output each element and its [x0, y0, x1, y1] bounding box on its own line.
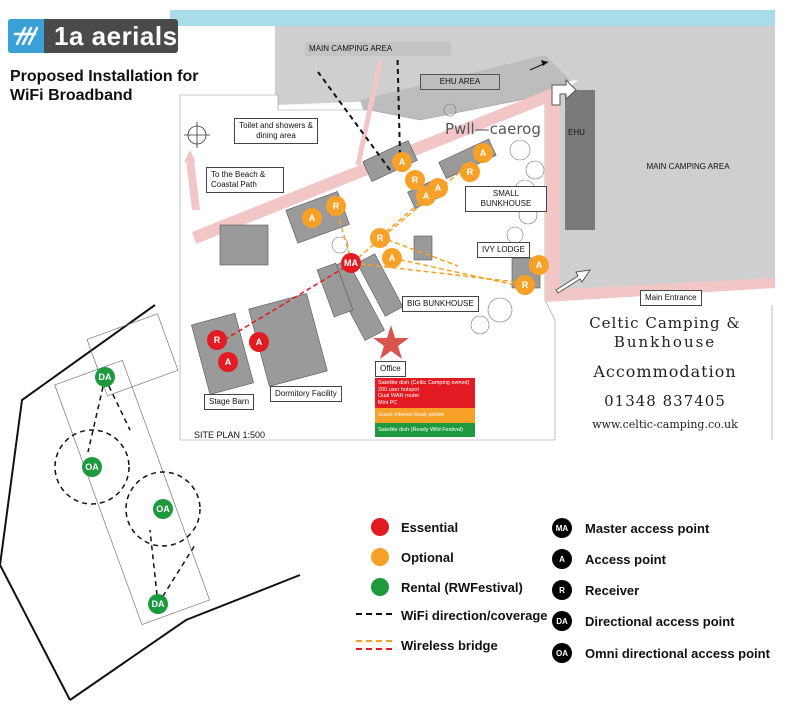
marker-directional-access-point: DA — [95, 367, 115, 387]
marker-access-point: A — [473, 143, 493, 163]
label-ivy-lodge: IVY LODGE — [477, 242, 530, 258]
label-site-name: Pwll—caerog — [445, 120, 541, 138]
building-big-bunkhouse-2 — [356, 253, 404, 317]
marker-access-point: A — [392, 152, 412, 172]
office-item: Dual WAN router — [378, 393, 420, 399]
ehu-area-zone — [360, 55, 570, 130]
label-ehu: EHU — [568, 128, 585, 137]
sky-strip — [170, 10, 775, 26]
legend-rental: Rental (RWFestival) — [401, 580, 523, 595]
label-main-camping-area-right: MAIN CAMPING AREA — [620, 160, 756, 174]
logo-signal-icon — [8, 19, 44, 53]
marker-access-point: A — [428, 178, 448, 198]
office-star — [373, 325, 409, 359]
legend-omni-ap: Omni directional access point — [585, 646, 770, 661]
label-main-entrance: Main Entrance — [640, 290, 702, 306]
office-item: Satellite dish (Celtic Camping owned) — [378, 380, 470, 386]
label-dormitory: Dormitory Facility — [270, 386, 342, 402]
legend-optional-dot — [371, 548, 389, 566]
marker-access-point: A — [382, 248, 402, 268]
business-website: www.celtic-camping.co.uk — [592, 418, 738, 431]
legend-rental-dot — [371, 578, 389, 596]
marker-receiver: R — [460, 162, 480, 182]
office-info-box: Office Satellite dish (Celtic Camping ow… — [375, 358, 475, 437]
marker-receiver: R — [207, 330, 227, 350]
marker-directional-access-point: DA — [148, 594, 168, 614]
legend-a-icon: A — [552, 549, 572, 569]
office-essential-list: Satellite dish (Celtic Camping owned) 20… — [375, 378, 475, 408]
compass-icon — [184, 122, 210, 148]
label-main-camping-area-top: MAIN CAMPING AREA — [305, 42, 451, 56]
beach-path — [186, 160, 200, 210]
office-item: Mini PC — [378, 399, 398, 406]
legend-access-point: Access point — [585, 552, 666, 567]
marker-receiver: R — [405, 170, 425, 190]
marker-access-point: A — [218, 352, 238, 372]
page-title-line-1: Proposed Installation for — [10, 68, 199, 85]
office-optional-item: Guest Internet kiosk printer — [375, 408, 475, 423]
coverage-circle-2 — [125, 471, 201, 547]
road-right — [545, 90, 560, 300]
marker-receiver: R — [515, 275, 535, 295]
logo-text: 1a aerials — [54, 20, 178, 51]
office-rental-item: Satellite dish (Ready Wild Festival) — [375, 422, 475, 437]
label-site-plan: SITE PLAN 1:500 — [194, 430, 266, 440]
legend-da-icon: DA — [552, 611, 572, 631]
label-stage-barn: Stage Barn — [204, 394, 255, 410]
ehu-arrow-icon — [551, 78, 577, 106]
company-logo: 1a aerials — [8, 19, 178, 53]
marker-access-point: A — [302, 208, 322, 228]
label-ehu-area: EHU AREA — [420, 74, 500, 90]
business-name-line-2: Bunkhouse — [613, 333, 717, 351]
legend-master-ap: Master access point — [585, 521, 710, 536]
marker-master-access-point: MA — [341, 253, 361, 273]
marker-receiver: R — [370, 228, 390, 248]
building-small-bunkhouse — [362, 140, 418, 182]
business-phone: 01348 837405 — [604, 392, 726, 410]
festival-boundary — [0, 304, 156, 701]
office-item: 200 user hotspot — [378, 386, 419, 393]
marker-omni-access-point: OA — [153, 499, 173, 519]
coverage-circle-1 — [54, 429, 130, 505]
legend-receiver: Receiver — [585, 583, 640, 598]
legend-wifi-direction: WiFi direction/coverage — [401, 608, 548, 623]
legend-essential: Essential — [401, 520, 459, 535]
marker-access-point: A — [249, 332, 269, 352]
building-south — [316, 262, 354, 318]
festival-field — [54, 359, 211, 626]
label-big-bunkhouse: BIG BUNKHOUSE — [402, 296, 479, 312]
legend-wireless-bridge: Wireless bridge — [401, 638, 498, 653]
building-office-block — [413, 235, 433, 261]
legend-optional: Optional — [401, 550, 454, 565]
legend-essential-dot — [371, 518, 389, 536]
business-accommodation: Accommodation — [593, 362, 737, 381]
building-west — [219, 224, 269, 266]
label-small-bunkhouse: SMALL BUNKHOUSE — [465, 186, 547, 212]
label-to-beach: To the Beach & Coastal Path — [206, 167, 284, 193]
label-office: Office — [375, 361, 406, 377]
marker-omni-access-point: OA — [82, 457, 102, 477]
page-title-line-2: WiFi Broadband — [10, 87, 133, 104]
legend-r-icon: R — [552, 580, 572, 600]
entrance-arrow-icon — [555, 269, 592, 294]
business-name-line-1: Celtic Camping & — [589, 314, 741, 332]
legend-directional-ap: Directional access point — [585, 614, 735, 629]
legend-ma-icon: MA — [552, 518, 572, 538]
marker-receiver: R — [326, 196, 346, 216]
track-to-top — [355, 61, 383, 166]
legend-oa-icon: OA — [552, 643, 572, 663]
ehu-bar — [565, 90, 595, 230]
marker-access-point: A — [529, 255, 549, 275]
label-toilet: Toilet and showers & dining area — [234, 118, 318, 144]
